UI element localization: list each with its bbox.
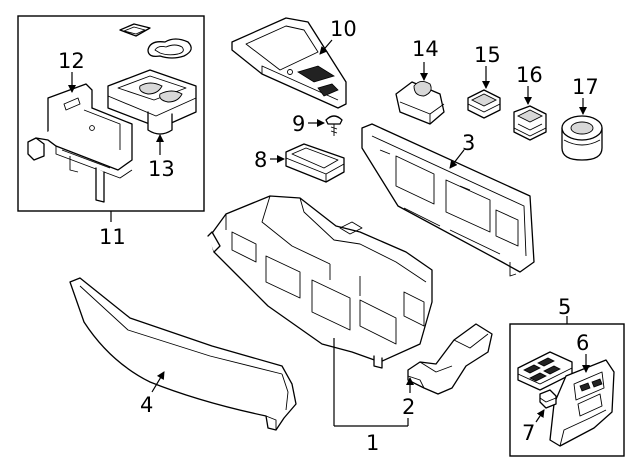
- callout-11-label: 11: [99, 225, 126, 249]
- callout-3: 3: [449, 131, 475, 169]
- callout-8-label: 8: [254, 148, 267, 172]
- part-12-console-insert: [27, 83, 133, 203]
- callout-16: 16: [516, 63, 543, 105]
- callout-10: 10: [319, 17, 357, 55]
- callout-5: 5: [558, 295, 571, 324]
- part-16-switch: [513, 105, 547, 141]
- callout-2: 2: [402, 377, 415, 419]
- callout-6-label: 6: [576, 331, 589, 355]
- part-6-switch-bezel: [549, 359, 615, 447]
- callout-7-label: 7: [522, 421, 535, 445]
- callout-17-label: 17: [572, 75, 599, 99]
- callout-5-label: 5: [558, 295, 571, 319]
- callout-3-label: 3: [462, 131, 475, 155]
- callout-1: 1: [333, 338, 409, 455]
- callout-1-label: 1: [366, 431, 379, 455]
- callout-13: 13: [148, 134, 175, 181]
- part-14-shifter-module: [395, 81, 445, 125]
- callout-16-label: 16: [516, 63, 543, 87]
- callout-12: 12: [58, 49, 85, 93]
- callout-14: 14: [412, 37, 439, 81]
- callout-4-label: 4: [140, 393, 153, 417]
- part-1-console-body: [207, 195, 433, 369]
- callout-4: 4: [140, 371, 165, 417]
- part-3-console-side-panel: [361, 123, 535, 277]
- callout-9-label: 9: [292, 112, 305, 136]
- part-10-shifter-bezel: [231, 17, 347, 109]
- callout-11: 11: [99, 211, 126, 249]
- callout-14-label: 14: [412, 37, 439, 61]
- part-4-side-trim-panel: [69, 277, 297, 431]
- part-15-switch: [467, 89, 501, 119]
- callout-15-label: 15: [474, 43, 501, 67]
- part-7-clip: [539, 389, 557, 409]
- part-8-storage-tray: [285, 143, 345, 183]
- part-cup-insert-pads: [119, 23, 192, 59]
- callout-15: 15: [474, 43, 501, 89]
- callout-8: 8: [254, 148, 285, 172]
- callout-9: 9: [292, 112, 325, 136]
- part-17-power-outlet: [561, 115, 603, 161]
- callout-17: 17: [572, 75, 599, 115]
- part-9-screw: [325, 115, 343, 136]
- callout-12-label: 12: [58, 49, 85, 73]
- part-2-air-duct: [407, 323, 493, 395]
- callout-2-label: 2: [402, 395, 415, 419]
- callout-7: 7: [522, 409, 545, 445]
- part-switch-bank: [517, 351, 573, 391]
- callout-10-label: 10: [330, 17, 357, 41]
- callout-6: 6: [576, 331, 590, 373]
- callout-13-label: 13: [148, 157, 175, 181]
